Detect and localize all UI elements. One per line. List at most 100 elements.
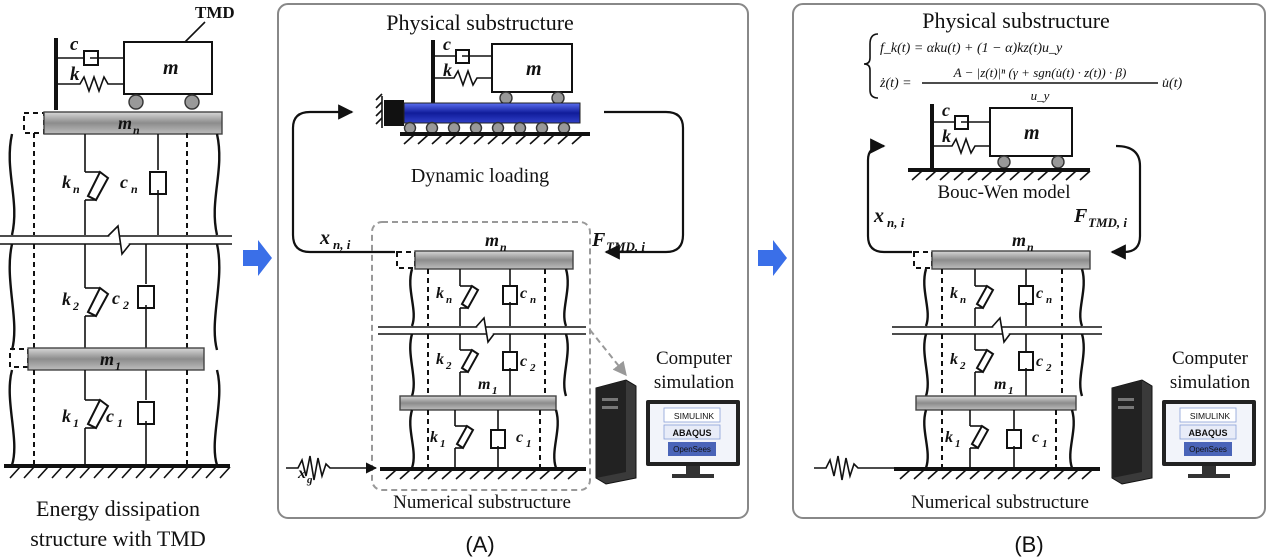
- svg-text:n: n: [73, 182, 80, 196]
- table-rollers: [403, 121, 571, 135]
- svg-text:c: c: [106, 406, 114, 426]
- svg-text:k: k: [950, 285, 958, 302]
- svg-text:n: n: [131, 182, 138, 196]
- panel-b-f-label: F: [1073, 205, 1088, 227]
- panel-b-label: (B): [1014, 532, 1043, 557]
- svg-text:1: 1: [526, 438, 532, 450]
- svg-text:k: k: [62, 289, 71, 309]
- bouc-wen-eq1: f_k(t) = αku(t) + (1 − α)kz(t)u_y: [880, 41, 1063, 56]
- bouc-wen-label: Bouc-Wen model: [937, 182, 1070, 203]
- panel-a-label: (A): [465, 532, 494, 557]
- svg-text:TMD, i: TMD, i: [606, 239, 645, 254]
- svg-text:n: n: [446, 294, 452, 306]
- svg-text:m: m: [526, 58, 542, 80]
- svg-text:m: m: [994, 376, 1006, 393]
- svg-text:1: 1: [115, 359, 121, 373]
- svg-text:m: m: [1024, 122, 1040, 144]
- computer-tower-icon: [1111, 379, 1153, 485]
- svg-text:simulation: simulation: [654, 372, 735, 393]
- svg-text:n, i: n, i: [887, 215, 905, 230]
- svg-text:ABAQUS: ABAQUS: [672, 428, 711, 438]
- svg-text:m: m: [478, 376, 490, 393]
- left-mn: m: [118, 113, 132, 133]
- flow-arrow-icon: [243, 240, 272, 276]
- svg-text:m: m: [1012, 230, 1026, 250]
- bouc-wen-eq2-tail: u̇(t): [1162, 76, 1183, 91]
- panel-a: Physical substructure m c k: [277, 3, 749, 557]
- svg-text:n: n: [1027, 240, 1034, 254]
- svg-text:k: k: [62, 406, 71, 426]
- left-slab-mn: [43, 111, 223, 135]
- svg-text:1: 1: [1008, 385, 1014, 397]
- bouc-wen-eq2-num: A − |z(t)|ⁿ (γ + sgn(u̇(t) · z(t)) · β): [953, 65, 1127, 80]
- svg-text:1: 1: [117, 416, 123, 430]
- svg-text:k: k: [62, 172, 71, 192]
- svg-text:c: c: [443, 34, 451, 54]
- flow-arrow-icon: [758, 240, 787, 276]
- svg-text:1: 1: [1042, 438, 1048, 450]
- panel-b-physical-title: Physical substructure: [922, 8, 1110, 33]
- svg-text:c: c: [520, 285, 527, 302]
- svg-text:x: x: [297, 465, 306, 482]
- left-caption-line1: Energy dissipation: [36, 496, 200, 521]
- left-caption-line2: structure with TMD: [30, 526, 206, 551]
- svg-text:m: m: [485, 230, 499, 250]
- svg-text:n: n: [1046, 294, 1052, 306]
- svg-text:2: 2: [72, 299, 79, 313]
- svg-text:k: k: [942, 126, 951, 146]
- svg-text:n, i: n, i: [333, 237, 351, 252]
- svg-text:2: 2: [1045, 362, 1052, 374]
- bouc-wen-eq2-den: u_y: [1031, 88, 1050, 103]
- left-tmd-c: c: [70, 34, 79, 55]
- panel-b-numerical-title: Numerical substructure: [911, 492, 1089, 513]
- svg-text:c: c: [942, 100, 950, 120]
- svg-text:2: 2: [959, 360, 966, 372]
- monitor-icon: SIMULINK ABAQUS OpenSees: [646, 400, 740, 478]
- panel-b-x-label: x: [873, 205, 884, 227]
- left-structure: TMD m c k m n k n: [0, 3, 235, 551]
- svg-text:Computer: Computer: [656, 348, 733, 369]
- svg-text:SIMULINK: SIMULINK: [1190, 411, 1230, 421]
- svg-text:c: c: [120, 172, 128, 192]
- svg-text:k: k: [950, 351, 958, 368]
- numerical-region: [371, 221, 591, 491]
- svg-text:c: c: [1036, 353, 1043, 370]
- computer-tower-icon: [595, 379, 637, 485]
- panel-a-physical-title: Physical substructure: [386, 10, 574, 35]
- monitor-icon: SIMULINK ABAQUS OpenSees: [1162, 400, 1256, 478]
- svg-text:OpenSees: OpenSees: [1189, 445, 1227, 454]
- bouc-wen-eq2-lhs: ż(t) =: [879, 76, 912, 91]
- left-slab-m1: [27, 347, 205, 371]
- svg-text:1: 1: [492, 385, 498, 397]
- svg-text:1: 1: [73, 416, 79, 430]
- svg-text:TMD, i: TMD, i: [1088, 215, 1127, 230]
- svg-text:c: c: [1036, 285, 1043, 302]
- svg-text:SIMULINK: SIMULINK: [674, 411, 714, 421]
- svg-text:1: 1: [440, 438, 446, 450]
- svg-text:k: k: [443, 60, 452, 80]
- svg-text:n: n: [500, 240, 507, 254]
- svg-text:2: 2: [122, 298, 129, 312]
- svg-text:n: n: [133, 123, 140, 137]
- svg-text:c: c: [520, 353, 527, 370]
- svg-text:c: c: [1032, 429, 1039, 446]
- svg-text:OpenSees: OpenSees: [673, 445, 711, 454]
- svg-text:Computer: Computer: [1172, 348, 1249, 369]
- left-tmd-mass: m: [163, 57, 179, 79]
- svg-text:ABAQUS: ABAQUS: [1188, 428, 1227, 438]
- svg-text:k: k: [430, 429, 438, 446]
- panel-b: Physical substructure f_k(t) = αku(t) + …: [792, 3, 1266, 557]
- svg-text:c: c: [516, 429, 523, 446]
- svg-text:g: g: [306, 474, 313, 486]
- shake-table: [403, 102, 581, 124]
- svg-text:m: m: [100, 349, 114, 369]
- svg-text:c: c: [112, 288, 120, 308]
- svg-text:simulation: simulation: [1170, 372, 1251, 393]
- svg-text:k: k: [436, 351, 444, 368]
- panel-a-x-label: x: [319, 227, 330, 249]
- panel-a-numerical-title: Numerical substructure: [393, 492, 571, 513]
- svg-text:k: k: [945, 429, 953, 446]
- svg-text:n: n: [530, 294, 536, 306]
